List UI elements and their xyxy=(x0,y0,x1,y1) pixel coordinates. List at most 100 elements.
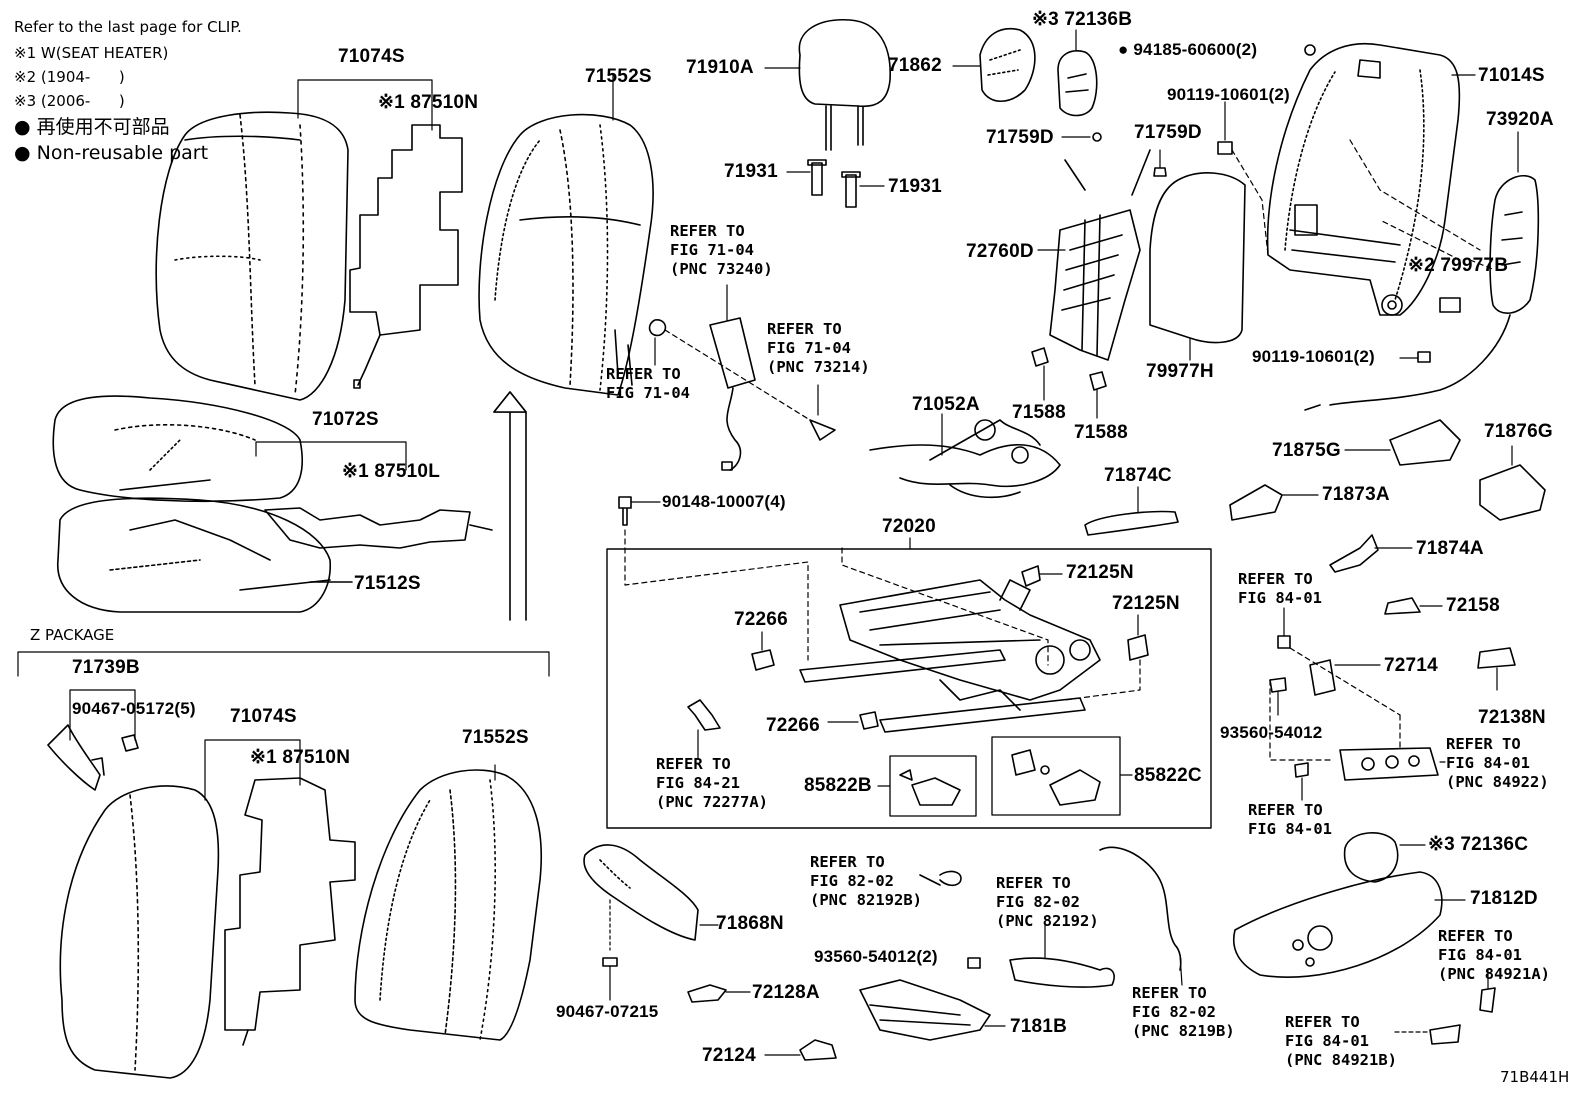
cushion-heater-illustration xyxy=(264,507,471,549)
seat-heater-pad-illustration xyxy=(349,124,463,336)
seat-back-cover-illustration xyxy=(155,111,349,401)
part-71074S-top: 71074S xyxy=(338,46,405,67)
part-72124: 72124 xyxy=(702,1045,756,1066)
refer-fig-82-02-8219B[interactable]: REFER TO FIG 82-02 (PNC 8219B) xyxy=(1132,984,1235,1040)
headrest-guide-illustration xyxy=(811,162,823,196)
seat-adjuster-group-box xyxy=(606,548,1212,829)
assembly-arrow xyxy=(493,391,527,621)
seat-cushion-pad-illustration xyxy=(57,497,331,613)
seatback-pad-illustration xyxy=(1149,172,1246,344)
part-87510N-top: ※1 87510N xyxy=(378,92,479,113)
part-72020: 72020 xyxy=(882,516,936,537)
note-2006: ※3 (2006- ) xyxy=(14,92,125,110)
part-72760D: 72760D xyxy=(966,241,1034,262)
trim-cover-illustration xyxy=(1084,510,1179,536)
refer-fig-84-01-a[interactable]: REFER TO FIG 84-01 xyxy=(1238,570,1322,607)
part-71876G: 71876G xyxy=(1484,421,1553,442)
part-71014S: 71014S xyxy=(1478,65,1545,86)
part-72266-a: 72266 xyxy=(734,609,788,630)
part-71910A: 71910A xyxy=(686,57,754,78)
part-71868N: 71868N xyxy=(716,913,784,934)
part-71812D: 71812D xyxy=(1470,888,1538,909)
seat-cushion-cover-illustration xyxy=(52,395,303,503)
part-87510N-z: ※1 87510N xyxy=(250,747,351,768)
refer-fig-82-02-82192B[interactable]: REFER TO FIG 82-02 (PNC 82192B) xyxy=(810,853,922,909)
note-non-reusable-jp: ● 再使用不可部品 xyxy=(14,116,170,138)
part-72138N: 72138N xyxy=(1478,707,1546,728)
refer-fig-84-01-84921A[interactable]: REFER TO FIG 84-01 (PNC 84921A) xyxy=(1438,927,1550,983)
part-71552S-z: 71552S xyxy=(462,727,529,748)
part-72714: 72714 xyxy=(1384,655,1438,676)
part-72128A: 72128A xyxy=(752,982,820,1003)
part-71875G: 71875G xyxy=(1272,440,1341,461)
refer-fig-71-04-73214[interactable]: REFER TO FIG 71-04 (PNC 73214) xyxy=(767,320,870,376)
refer-fig-82-02-82192[interactable]: REFER TO FIG 82-02 (PNC 82192) xyxy=(996,874,1099,930)
part-72136B: ※3 72136B xyxy=(1032,9,1133,30)
lumbar-support-illustration xyxy=(1049,149,1151,361)
part-71862: 71862 xyxy=(888,55,942,76)
part-71072S: 71072S xyxy=(312,409,379,430)
part-71074S-z: 71074S xyxy=(230,706,297,727)
refer-fig-84-01-b[interactable]: REFER TO FIG 84-01 xyxy=(1248,801,1332,838)
part-87510L: ※1 87510L xyxy=(342,461,441,482)
front-cover-illustration xyxy=(583,844,699,941)
part-7181B: 7181B xyxy=(1010,1016,1067,1037)
part-72125N-a: 72125N xyxy=(1066,562,1134,583)
note-1904: ※2 (1904- ) xyxy=(14,68,125,86)
part-71588-a: 71588 xyxy=(1012,402,1066,423)
part-90119-10601-b: 90119-10601(2) xyxy=(1252,347,1375,366)
part-79977H: 79977H xyxy=(1146,361,1214,382)
clip-note: Refer to the last page for CLIP. xyxy=(14,18,242,36)
switch-knob-illustration xyxy=(1343,832,1399,883)
headrest-illustration xyxy=(798,19,891,151)
part-71588-b: 71588 xyxy=(1074,422,1128,443)
note-seat-heater: ※1 W(SEAT HEATER) xyxy=(14,44,169,62)
part-71874C: 71874C xyxy=(1104,465,1172,486)
part-93560-54012-b: 93560-54012(2) xyxy=(814,947,938,966)
seat-track-illustration xyxy=(799,579,1101,733)
part-71552S-top: 71552S xyxy=(585,66,652,87)
seatback-cover-illustration xyxy=(979,28,1036,103)
side-airbag-illustration xyxy=(1304,175,1540,411)
part-72125N-b: 72125N xyxy=(1112,593,1180,614)
seatbelt-buckle-illustration xyxy=(709,317,756,471)
refer-fig-71-04[interactable]: REFER TO FIG 71-04 xyxy=(606,365,690,402)
z-package-seat-back-cover-illustration xyxy=(59,785,220,1079)
part-94185-60600: ● 94185-60600(2) xyxy=(1118,40,1258,59)
part-90467-07215: 90467-07215 xyxy=(556,1002,659,1021)
part-71931-a: 71931 xyxy=(724,161,778,182)
part-72266-b: 72266 xyxy=(766,715,820,736)
note-non-reusable: ● Non-reusable part xyxy=(14,142,209,164)
seat-lower-bracket-illustration xyxy=(859,979,991,1041)
part-90467-05172: 90467-05172(5) xyxy=(72,699,196,718)
part-71512S: 71512S xyxy=(354,573,421,594)
part-90119-10601-a: 90119-10601(2) xyxy=(1167,85,1290,104)
side-cover-illustration xyxy=(1233,871,1443,978)
part-71874A: 71874A xyxy=(1416,538,1484,559)
part-71739B: 71739B xyxy=(72,657,140,678)
refer-fig-84-01-84922[interactable]: REFER TO FIG 84-01 (PNC 84922) xyxy=(1446,735,1549,791)
refer-fig-84-21-72277A[interactable]: REFER TO FIG 84-21 (PNC 72277A) xyxy=(656,755,768,811)
part-93560-54012-a: 93560-54012 xyxy=(1220,723,1323,742)
part-72136C: ※3 72136C xyxy=(1428,834,1529,855)
part-73920A: 73920A xyxy=(1486,109,1554,130)
part-85822C: 85822C xyxy=(1134,765,1202,786)
z-package-seat-back-pad-illustration xyxy=(354,769,543,1041)
seat-wire-harness-illustration xyxy=(869,419,1061,499)
part-90148-10007: 90148-10007(4) xyxy=(662,492,786,511)
refer-fig-71-04-73240[interactable]: REFER TO FIG 71-04 (PNC 73240) xyxy=(670,222,773,278)
part-85822B: 85822B xyxy=(804,775,872,796)
part-71759D-b: 71759D xyxy=(1134,122,1202,143)
part-71931-b: 71931 xyxy=(888,176,942,197)
switch-unit-illustration xyxy=(1057,50,1098,117)
part-71759D-a: 71759D xyxy=(986,127,1054,148)
part-79977B: ※2 79977B xyxy=(1408,255,1509,276)
part-71052A: 71052A xyxy=(912,394,980,415)
seat-back-pad-illustration xyxy=(478,113,654,396)
seatback-frame-illustration xyxy=(1266,42,1461,316)
refer-fig-84-01-84921B[interactable]: REFER TO FIG 84-01 (PNC 84921B) xyxy=(1285,1013,1397,1069)
figure-code: 71B441H xyxy=(1500,1068,1570,1086)
part-72158: 72158 xyxy=(1446,595,1500,616)
part-71873A: 71873A xyxy=(1322,484,1390,505)
